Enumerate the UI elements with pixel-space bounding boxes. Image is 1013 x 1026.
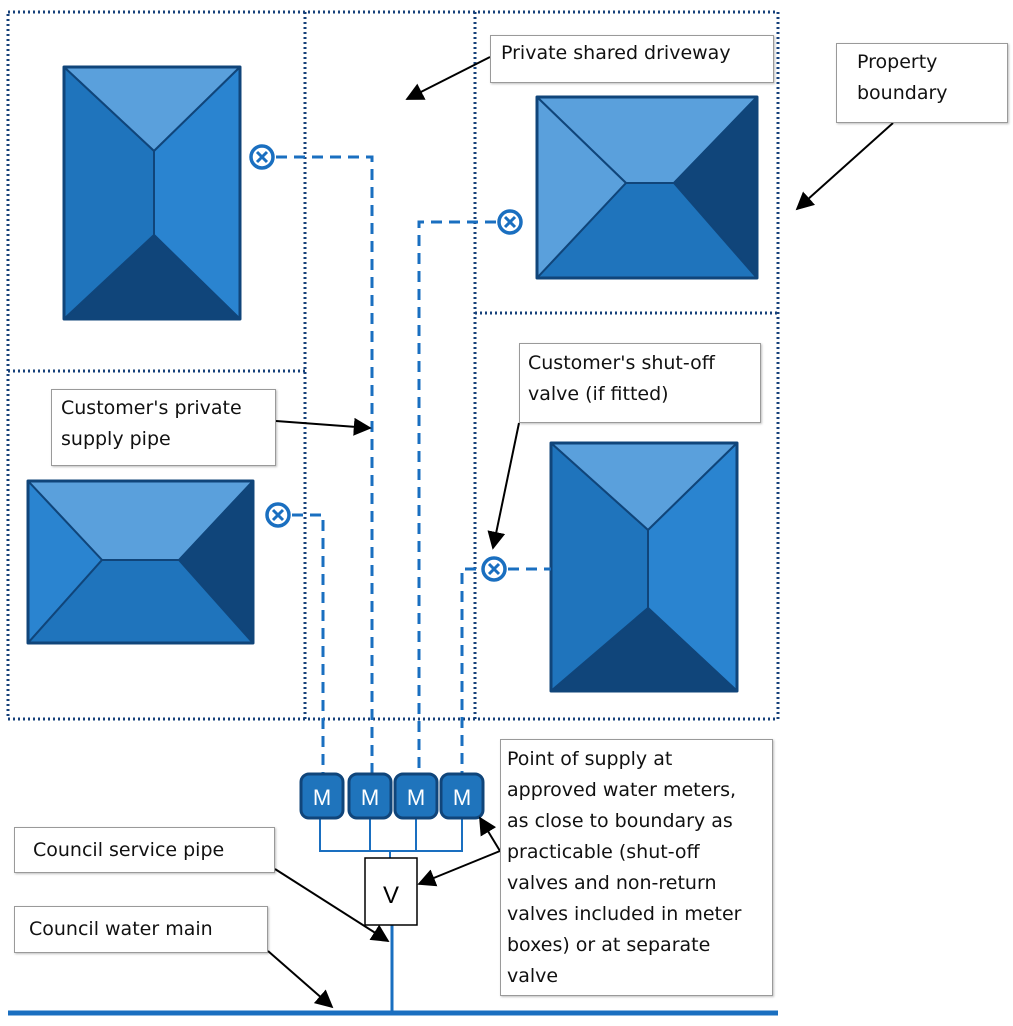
meter-letter: M [313, 785, 331, 810]
meter-box-icon: M [347, 772, 393, 820]
label-text: approved water meters, [507, 779, 737, 801]
label-customer-private-supply-pipe: Customer's private supply pipe [51, 389, 276, 466]
annotation-arrows [267, 56, 894, 1009]
house-bottom-left [26, 479, 255, 645]
label-text: valve [507, 965, 559, 987]
label-text: Council water main [29, 918, 213, 940]
meter-letter: M [361, 785, 379, 810]
arrow-service-pipe [274, 868, 390, 942]
house-top-right [535, 95, 759, 280]
meter-manifold [319, 818, 463, 858]
circle-x-valve-icon [481, 556, 507, 582]
arrow-supply-pipe [275, 417, 372, 436]
label-text: Property [857, 51, 938, 73]
label-text: boundary [857, 82, 948, 104]
label-text: valve (if fitted) [528, 383, 669, 405]
label-text: Customer's private [61, 397, 242, 419]
label-council-service-pipe: Council service pipe [14, 827, 275, 873]
label-point-of-supply: Point of supply at approved water meters… [500, 739, 773, 996]
valve-letter: V [383, 882, 399, 909]
supply-pipe-top-left [276, 155, 374, 790]
house-bottom-right [549, 441, 739, 693]
label-text: boxes) or at separate [507, 934, 711, 956]
label-text: valves included in meter [507, 903, 742, 925]
label-text: supply pipe [61, 428, 171, 450]
circle-x-valve-icon [265, 502, 291, 528]
meter-box-icon: M [439, 772, 485, 820]
arrow-driveway [405, 56, 491, 100]
label-council-water-main: Council water main [14, 906, 268, 953]
meter-letter: M [453, 785, 471, 810]
label-text: Council service pipe [33, 839, 225, 861]
house-top-left [62, 65, 242, 321]
label-property-boundary: Property boundary [836, 43, 1008, 123]
label-text: valves and non-return [507, 872, 717, 894]
meter-box-icon: M [393, 772, 439, 820]
label-text: as close to boundary as [507, 810, 733, 832]
meter-letter: M [407, 785, 425, 810]
arrow-boundary [795, 122, 894, 211]
label-text: Point of supply at [507, 748, 673, 770]
arrow-point-of-supply-meters [479, 816, 501, 852]
supply-pipe-top-right [417, 220, 496, 790]
supply-pipe-bottom-left [292, 513, 325, 790]
label-text: Customer's shut-off [528, 352, 715, 374]
separate-valve-box: V [364, 857, 418, 926]
circle-x-valve-icon [497, 209, 523, 235]
property-boundaries [6, 10, 780, 721]
arrow-shutoff-valve [487, 422, 520, 550]
customer-supply-pipes [276, 155, 551, 790]
meters: M M M M [299, 772, 485, 820]
property-boundary-outer [6, 10, 780, 721]
shut-off-valves [249, 144, 523, 582]
supply-pipe-bottom-right [460, 567, 476, 790]
label-text: practicable (shut-off [507, 841, 700, 863]
meter-box-icon: M [299, 772, 345, 820]
label-text: Private shared driveway [501, 42, 731, 64]
arrow-point-of-supply-valve [417, 850, 501, 887]
label-private-shared-driveway: Private shared driveway [490, 35, 774, 83]
circle-x-valve-icon [249, 144, 275, 170]
arrow-water-main [267, 950, 334, 1009]
label-customer-shut-off-valve: Customer's shut-off valve (if fitted) [519, 343, 761, 423]
